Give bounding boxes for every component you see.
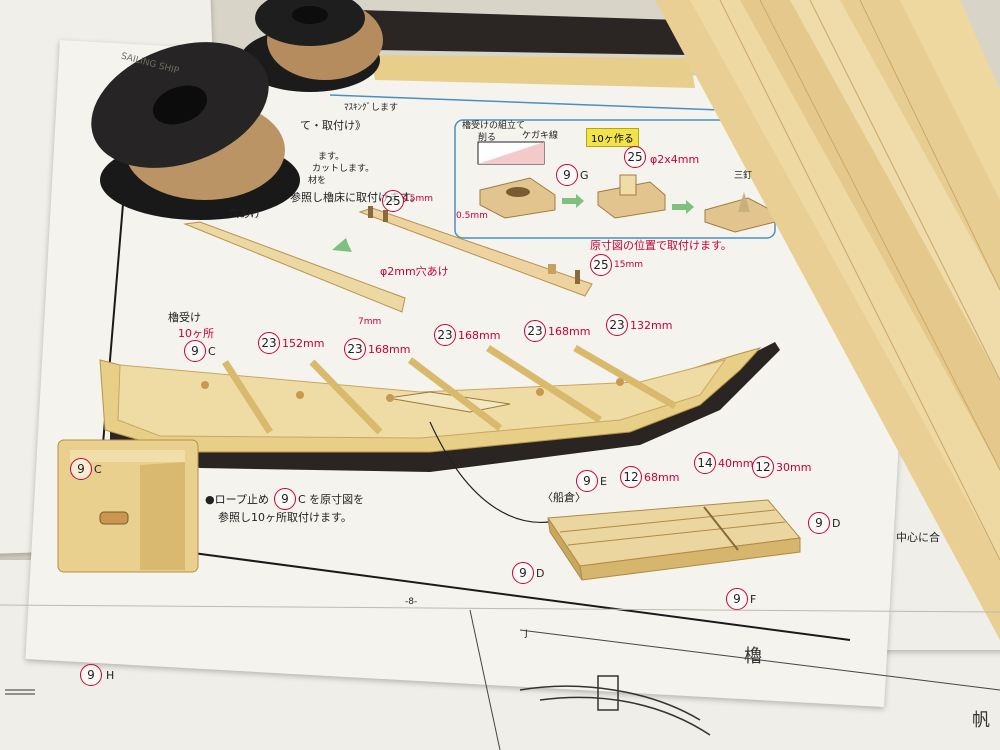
sheet-top-text: ﾏｽｷﾝｸﾞします [344,103,399,113]
rope-note-mid: C を原寸図を [298,493,365,506]
detail-part-9c-suffix: C [94,463,102,476]
detail-part-9c-circle: 9 [70,458,92,480]
side-note-1: ます。 [318,152,345,162]
side-note-4: 参照し櫓床に取付けます。 [290,191,421,204]
rope-note-part-circle: 9 [274,488,296,510]
beam-3-size: 168mm [458,329,501,342]
line-label: ケガキ線 [522,131,559,141]
count-badge: 10ヶ作る [586,128,639,147]
hold-part-12a-size: 68mm [644,471,680,484]
thread-spools [91,0,383,220]
beam-4-circle: 23 [524,320,546,342]
hold-part-14-circle: 14 [694,452,716,474]
bottom-letter: J [525,629,528,639]
part-25-bottom-circle: 25 [590,254,612,276]
hold-part-9f-suffix: F [750,593,757,606]
dim-05: 0.5mm [456,211,488,221]
part-9g-circle: 9 [556,164,578,186]
right-sheet-text: 中心に合 [896,531,940,544]
hold-part-9e-circle: 9 [576,470,598,492]
beam-1-size: 152mm [282,337,325,350]
hull-part-9c-circle: 9 [184,340,206,362]
part-9g-suffix: G [580,169,589,182]
beam-4-size: 168mm [548,325,591,338]
beam-3-circle: 23 [434,324,456,346]
bottom-kanji-oar: 櫓 [744,646,762,667]
part-25-circle: 25 [624,146,646,168]
hold-part-9e-suffix: E [600,475,607,488]
bottom-part-9h-suffix: H [106,669,115,682]
hold-part-9d-left-circle: 9 [512,562,534,584]
rope-note-line1: ●ロープ止め [205,493,269,506]
hold-part-12b-circle: 12 [752,456,774,478]
nail-label: 三釘 [734,171,753,181]
side-note-5: 穴あけ [228,207,261,220]
beam-2-size: 168mm [368,343,411,356]
hold-part-12a-circle: 12 [620,466,642,488]
part-25-top-circle: 25 [382,190,404,212]
hold-part-9d-left-suffix: D [536,567,545,580]
bottom-kanji-sail: 帆 [972,710,990,731]
hull-part-9c-suffix: C [208,345,216,358]
page-number: -8- [405,597,418,607]
part-25-bottom-size: 15mm [614,260,643,270]
oar-rest-label: 櫓受け [168,311,201,324]
attach-note: 原寸図の位置で取付けます。 [590,239,732,252]
bottom-part-9h-circle: 9 [80,664,102,686]
cut-label: 削る [478,133,497,143]
hold-part-9f-circle: 9 [726,588,748,610]
beam-5-size: 132mm [630,319,673,332]
beam-2-circle: 23 [344,338,366,360]
drill-note: φ2mm穴あけ [380,265,449,278]
beam-1-circle: 23 [258,332,280,354]
section-heading: て・取付け》 [300,119,366,132]
side-note-2: カットします。 [312,164,375,174]
hold-part-14-size: 40mm [718,457,754,470]
hold-part-12b-size: 30mm [776,461,812,474]
beam-5-circle: 23 [606,314,628,336]
hold-part-9d-right-circle: 9 [808,512,830,534]
hold-part-9d-right-suffix: D [832,517,841,530]
oar-rest-title: 櫓受けの組立て [462,121,526,131]
part-25-top-size: 15mm [404,194,433,204]
drill-dim: 7mm [358,317,382,327]
hold-title: 〈船倉〉 [542,491,586,504]
rope-note-line2: 参照し10ヶ所取付けます。 [218,511,352,524]
count10-label: 10ヶ所 [178,327,214,340]
part-25-size: φ2x4mm [650,153,700,166]
side-note-3: 材を [308,176,327,186]
